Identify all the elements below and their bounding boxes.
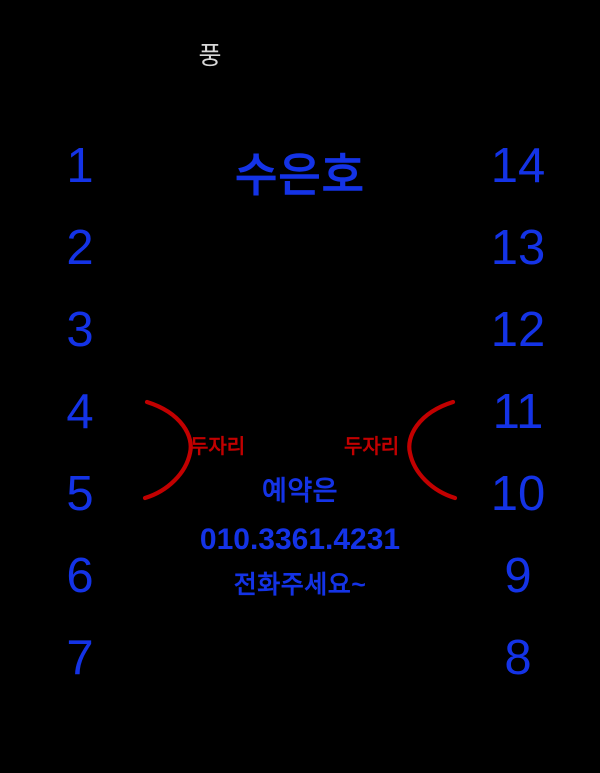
pair-label-right: 두자리 xyxy=(344,436,400,458)
seat-number-8[interactable]: 8 xyxy=(504,631,532,685)
reservation-phone-number[interactable]: 010.3361.4231 xyxy=(199,523,401,556)
seat-number-13[interactable]: 13 xyxy=(490,221,546,275)
seat-number-9[interactable]: 9 xyxy=(504,549,532,603)
reservation-block: 예약은 010.3361.4231 전화주세요~ xyxy=(0,478,600,598)
boat-title: 수은호 xyxy=(235,149,365,201)
brand-mark: 풍 xyxy=(198,42,222,70)
seat-number-1[interactable]: 1 xyxy=(66,139,94,193)
seat-number-2[interactable]: 2 xyxy=(66,221,94,275)
pair-label-left: 두자리 xyxy=(190,436,246,458)
seat-number-6[interactable]: 6 xyxy=(66,549,94,603)
seat-column-left: 1 2 3 4 5 6 7 xyxy=(37,136,123,710)
seat-number-12[interactable]: 12 xyxy=(490,303,546,357)
seat-number-10[interactable]: 10 xyxy=(490,467,546,521)
arc-open-right-icon xyxy=(406,399,458,501)
seat-number-4[interactable]: 4 xyxy=(66,385,94,439)
seat-number-14[interactable]: 14 xyxy=(490,139,546,193)
reservation-outro-text: 전화주세요~ xyxy=(233,571,367,599)
seat-column-right: 14 13 12 11 10 9 8 xyxy=(475,136,561,710)
seat-number-7[interactable]: 7 xyxy=(66,631,94,685)
seat-number-5[interactable]: 5 xyxy=(66,467,94,521)
seat-number-11[interactable]: 11 xyxy=(492,385,544,439)
seat-number-3[interactable]: 3 xyxy=(66,303,94,357)
reservation-intro-text: 예약은 xyxy=(261,476,339,506)
arc-open-left-icon xyxy=(142,399,194,501)
